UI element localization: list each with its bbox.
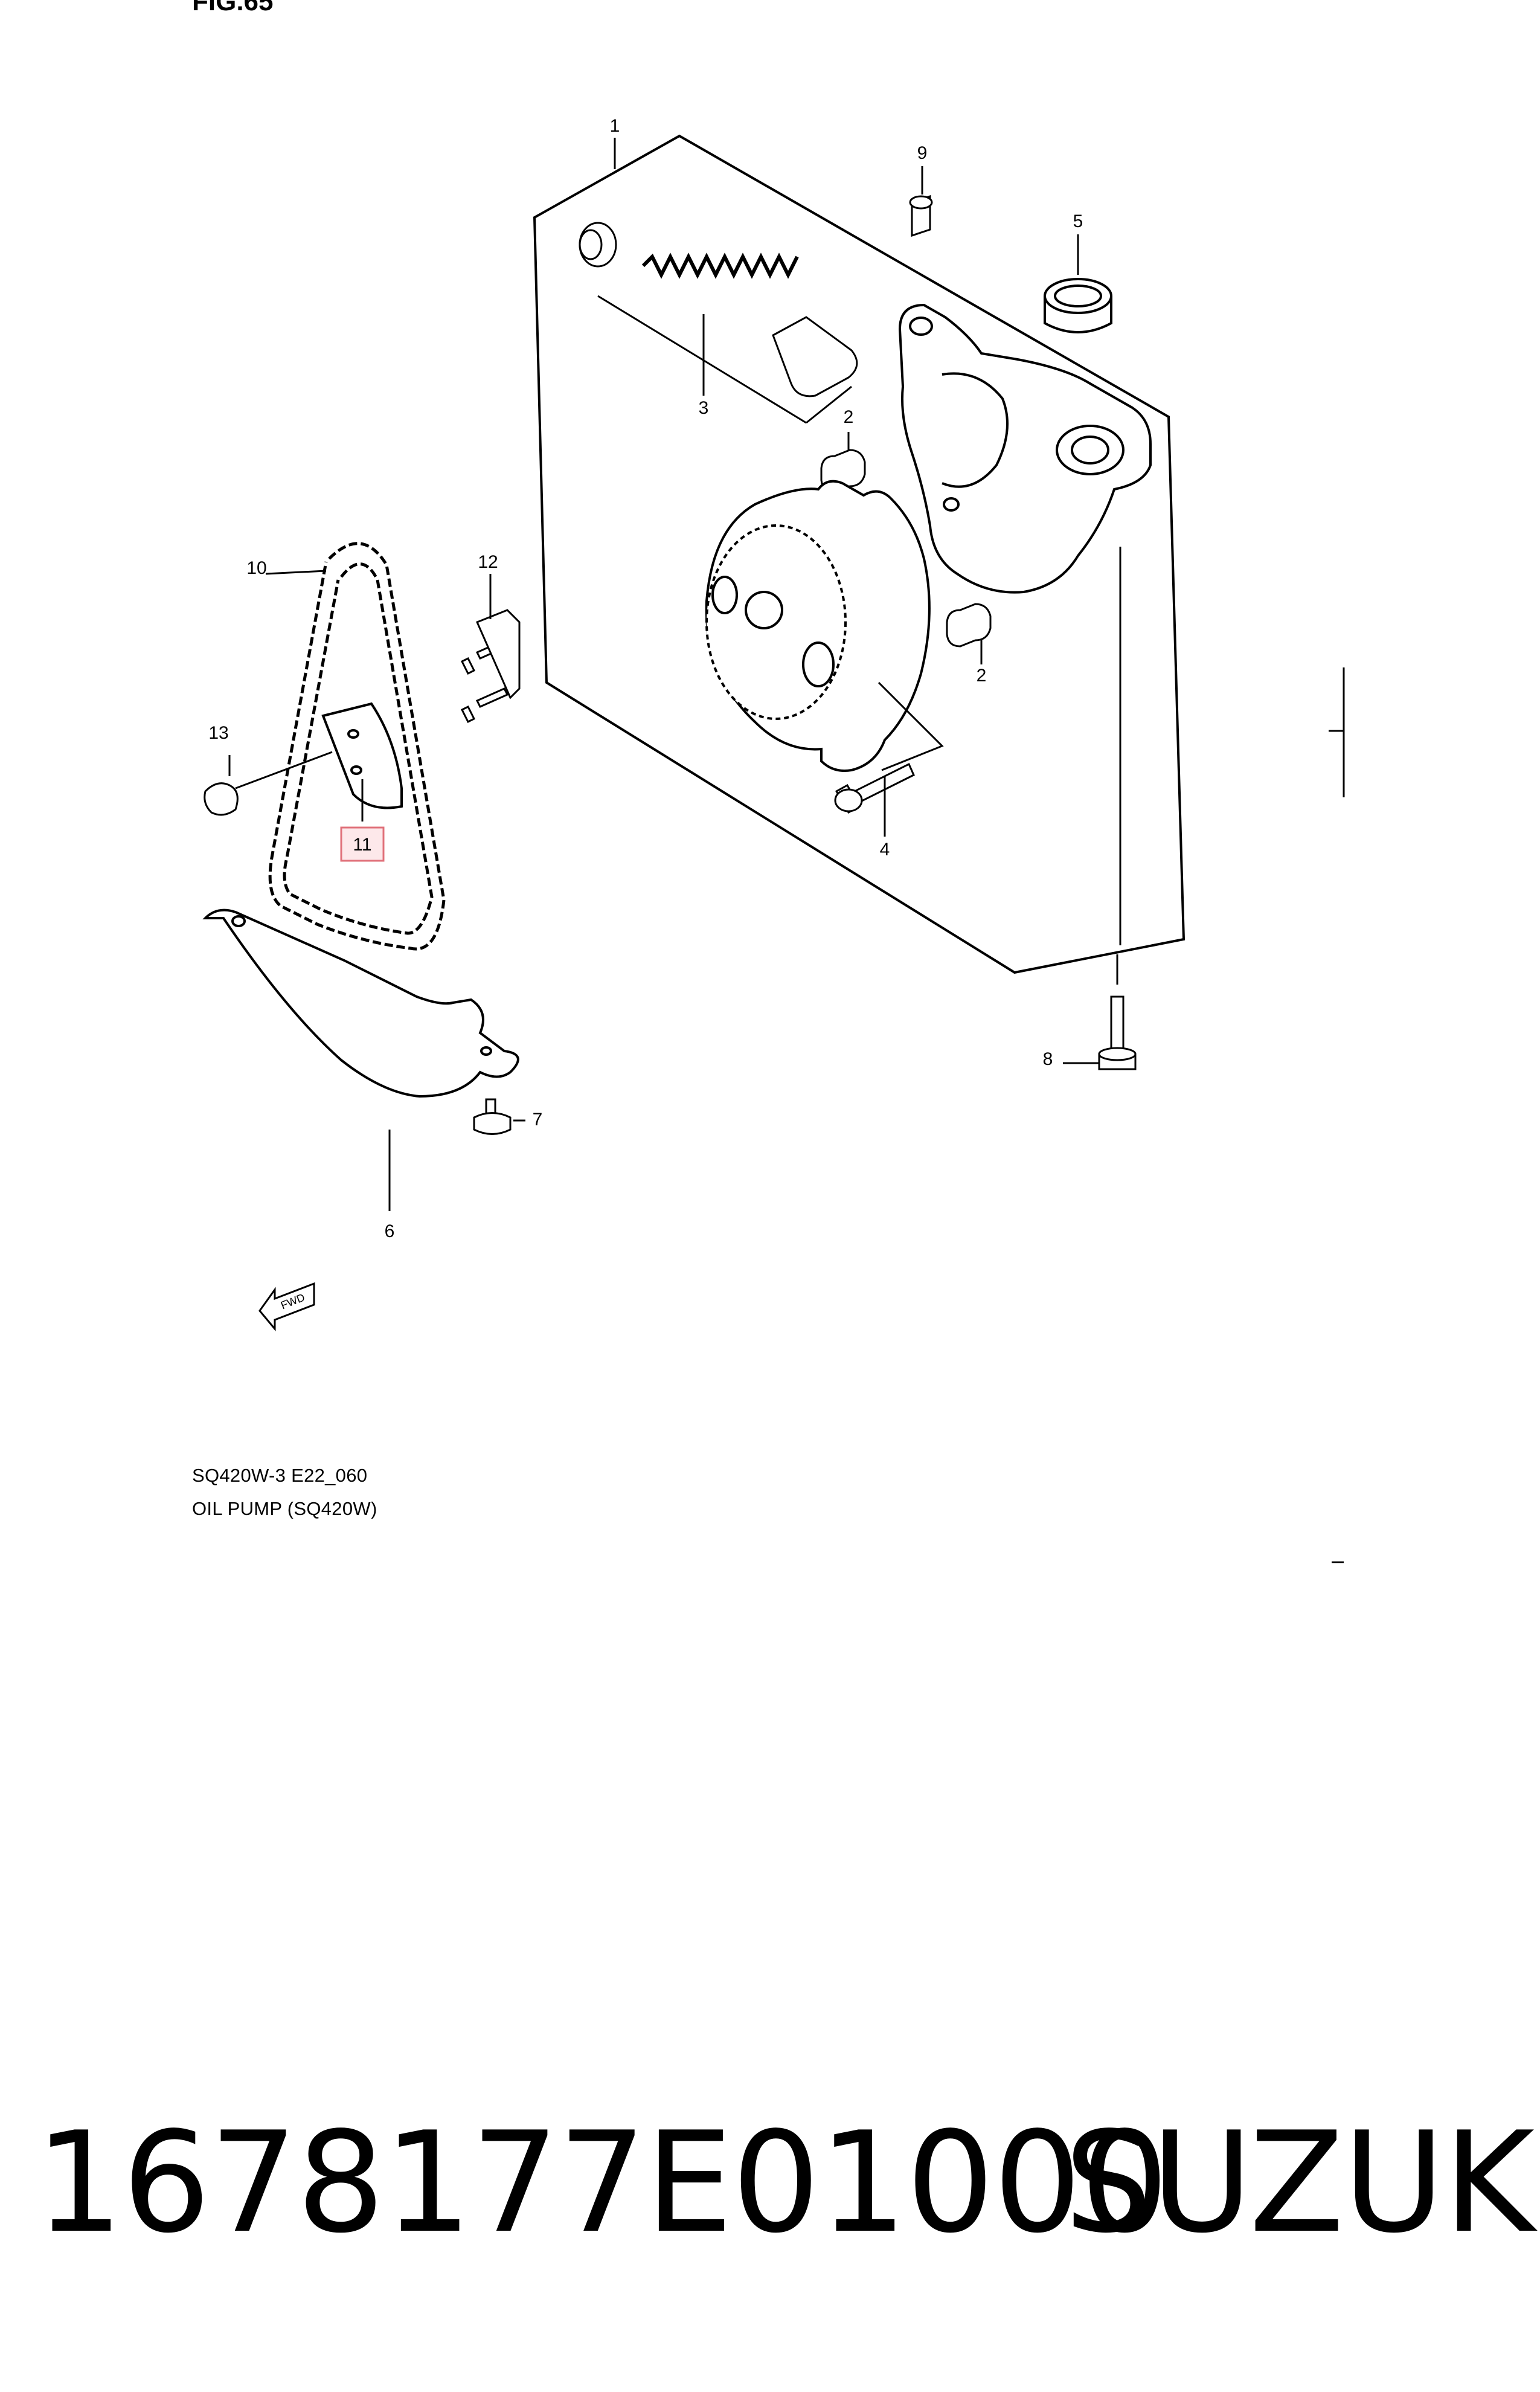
callout-3: 3: [699, 398, 709, 418]
callout-8: 8: [1043, 1049, 1053, 1069]
callout-2-upper: 2: [844, 407, 854, 427]
exploded-view-diagram: FWD 1 2 2 3 4 5 6 7 8 9 10 11 12 13: [202, 116, 1345, 1332]
fwd-arrow: FWD: [258, 1282, 315, 1332]
callout-11: 11: [353, 835, 371, 855]
dowel-pins: [820, 195, 992, 648]
part-number: 1678177E01000: [35, 2103, 1169, 2264]
oil-seal: [1044, 278, 1112, 333]
callout-4: 4: [880, 840, 890, 860]
parts-diagram-sheet: FIG.65: [192, 0, 1345, 1563]
callout-10: 10: [246, 558, 266, 578]
callout-2-lower: 2: [977, 666, 987, 686]
margin-mark: [1332, 1561, 1344, 1563]
diagram-name-caption: OIL PUMP (SQ420W): [192, 1498, 377, 1519]
diagram-code-caption: SQ420W-3 E22_060: [192, 1465, 368, 1486]
chain-guide: [321, 702, 403, 809]
callout-5: 5: [1073, 211, 1083, 231]
callout-12: 12: [478, 552, 498, 572]
callout-6: 6: [385, 1221, 395, 1241]
relief-piston: [772, 316, 858, 397]
callout-13: 13: [208, 723, 228, 743]
figure-label: FIG.65: [192, 0, 274, 16]
highlight-box-11: [340, 826, 385, 862]
chain-cover: [202, 908, 519, 1098]
callout-9: 9: [917, 143, 928, 163]
callout-numbers: 1 2 2 3 4 5 6 7 8 9 10 11 12 13: [208, 116, 1083, 1241]
brand-name: SUZUKI: [1064, 2103, 1540, 2264]
relief-spring: [641, 252, 799, 279]
timing-chain: [268, 542, 446, 951]
pump-housing: [898, 303, 1152, 594]
relief-valve-group: [579, 222, 858, 424]
callout-7: 7: [533, 1110, 543, 1130]
pump-gear-plate: [705, 480, 931, 772]
bolts: [204, 609, 1137, 1135]
callout-1: 1: [610, 116, 620, 136]
pump-assembly-frame: [533, 134, 1185, 974]
leader-lines: [228, 138, 1345, 1211]
